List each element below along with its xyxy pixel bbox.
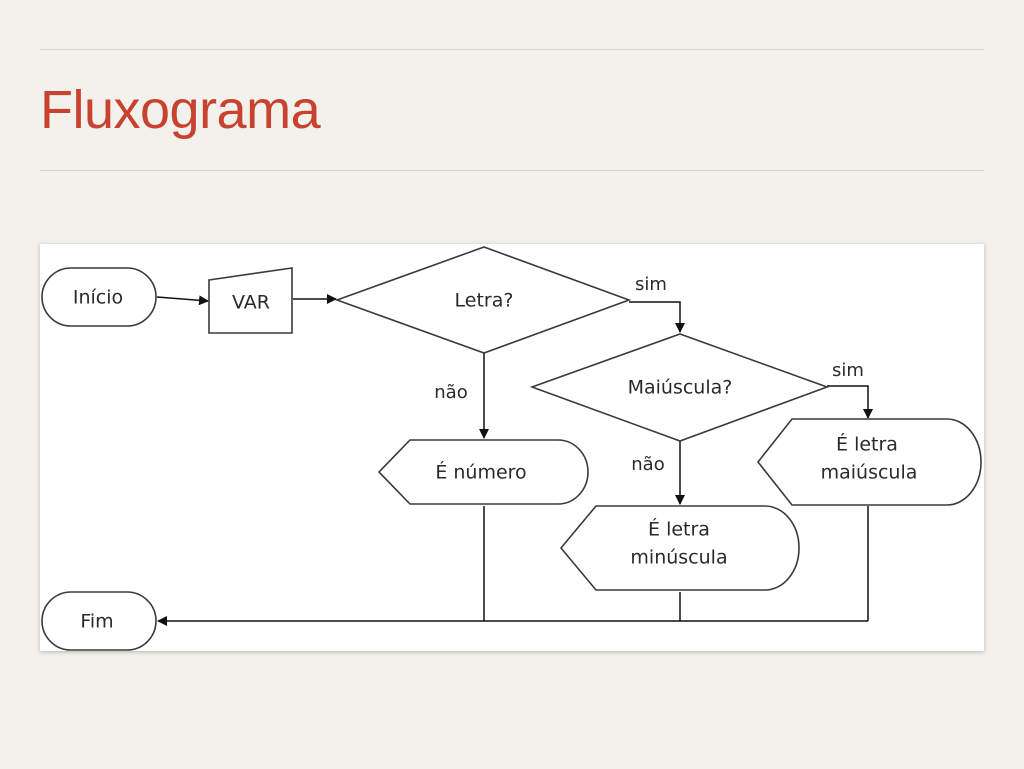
flowchart-diagram: Início VAR Letra? Maiúscula? É número É … xyxy=(41,246,982,651)
minuscula-output-node: É letra minúscula xyxy=(559,505,800,591)
numero-display-shape xyxy=(377,439,589,505)
letra-nao-label: não xyxy=(434,382,467,403)
letra-decision-diamond xyxy=(334,246,632,354)
maiuscula-output-node: É letra maiúscula xyxy=(756,418,982,506)
start-node: Início xyxy=(41,267,157,327)
maiuscula-decision-node: Maiúscula? xyxy=(529,333,830,442)
edge-inicio-to-var xyxy=(156,295,209,306)
start-label: Início xyxy=(73,287,123,309)
flowchart-connectors xyxy=(156,294,873,626)
end-terminator xyxy=(41,591,157,651)
letra-label: Letra? xyxy=(455,290,514,312)
maiuscula-decision-diamond xyxy=(529,333,830,442)
numero-label: É número xyxy=(435,461,526,484)
var-input-node: VAR xyxy=(208,267,293,334)
numero-output-node: É número xyxy=(377,439,589,505)
maiuscula-label: Maiúscula? xyxy=(628,377,733,399)
end-label: Fim xyxy=(80,611,113,633)
var-manual-input-shape xyxy=(208,267,293,334)
slide-title: Fluxograma xyxy=(40,80,321,140)
maiuscula-sim-label: sim xyxy=(832,360,864,381)
top-divider xyxy=(40,49,984,50)
maiuscula-output-label-line1: É letra xyxy=(836,433,898,456)
letra-decision-node: Letra? xyxy=(334,246,632,354)
flowchart-panel: Início VAR Letra? Maiúscula? É número É … xyxy=(40,244,984,651)
edge-maiuscula-sim-to-output xyxy=(827,385,873,419)
maiuscula-display-shape xyxy=(756,418,982,506)
minuscula-label-line1: É letra xyxy=(648,518,710,541)
maiuscula-nao-label: não xyxy=(631,454,664,475)
title-divider xyxy=(40,170,984,171)
minuscula-label-line2: minúscula xyxy=(630,547,727,569)
minuscula-display-shape xyxy=(559,505,800,591)
end-node: Fim xyxy=(41,591,157,651)
start-terminator xyxy=(41,267,157,327)
var-label: VAR xyxy=(232,292,270,314)
edge-letra-sim-to-maiuscula xyxy=(629,301,685,333)
letra-sim-label: sim xyxy=(635,274,667,295)
maiuscula-output-label-line2: maiúscula xyxy=(821,462,918,484)
